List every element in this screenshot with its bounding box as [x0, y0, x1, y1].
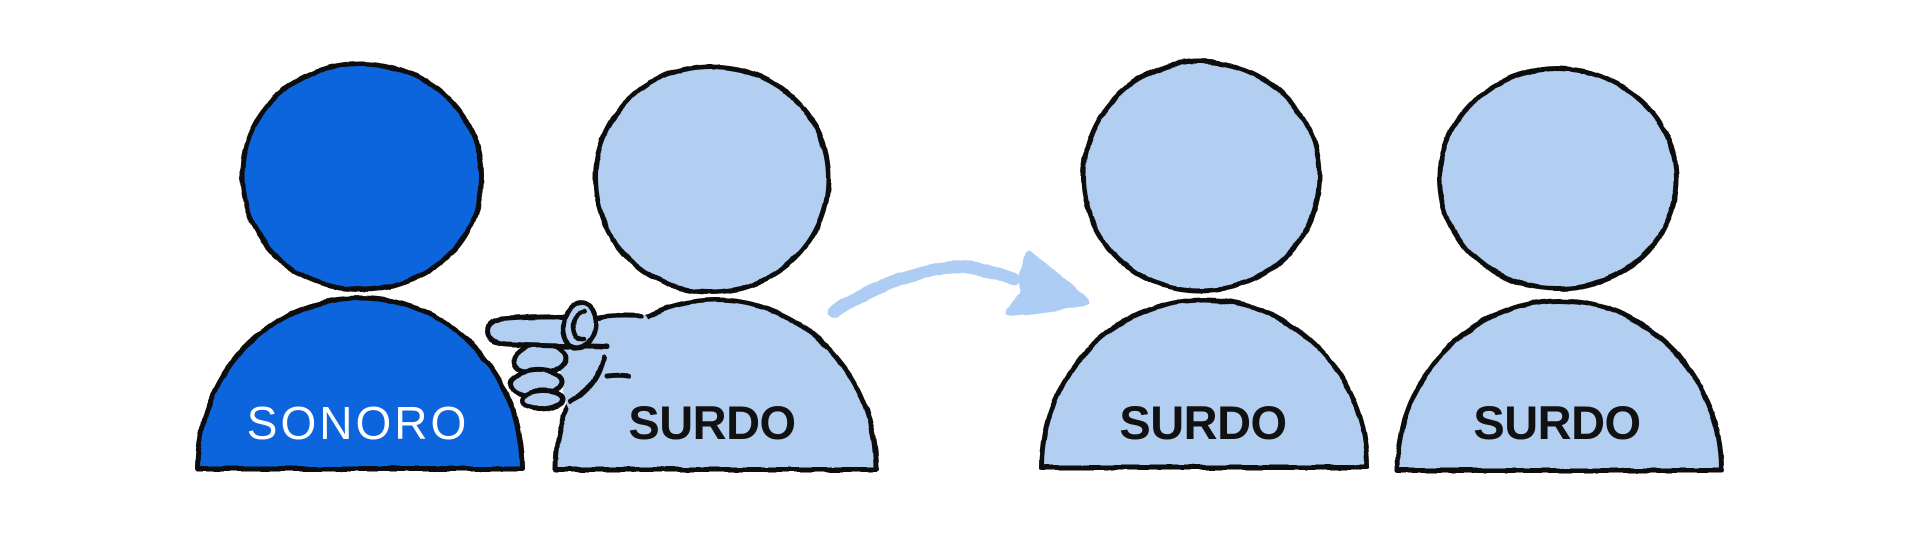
person-surdo-3-head [1436, 65, 1679, 291]
hand-index-finger [484, 314, 611, 350]
person-sonoro-head [239, 60, 484, 292]
person-surdo-2-label: SURDO [1119, 396, 1286, 449]
arrow-head [1004, 250, 1090, 317]
pointing-hand-icon [484, 300, 662, 428]
hand-thumb-nail [571, 308, 587, 343]
hand-knuckle-3 [519, 388, 565, 412]
arrow-shaft [828, 260, 1021, 318]
wrist-dash [604, 372, 632, 379]
person-sonoro: SONORO [195, 60, 525, 472]
curved-arrow-icon [828, 250, 1090, 318]
hand-palm-crease [567, 354, 607, 404]
person-surdo-2-body [1039, 297, 1370, 470]
person-sonoro-body [195, 295, 525, 472]
person-surdo-1: SURDO [484, 63, 879, 472]
person-surdo-2-head [1080, 58, 1322, 293]
hand-thumb [560, 300, 599, 351]
person-surdo-3-body [1395, 298, 1724, 473]
person-surdo-1-label: SURDO [628, 396, 795, 449]
person-surdo-2: SURDO [1039, 58, 1370, 470]
person-surdo-3: SURDO [1395, 65, 1724, 473]
arm-top-line [592, 312, 644, 321]
person-sonoro-label: SONORO [247, 397, 469, 449]
person-surdo-1-head [592, 63, 831, 294]
person-surdo-3-label: SURDO [1473, 396, 1640, 449]
